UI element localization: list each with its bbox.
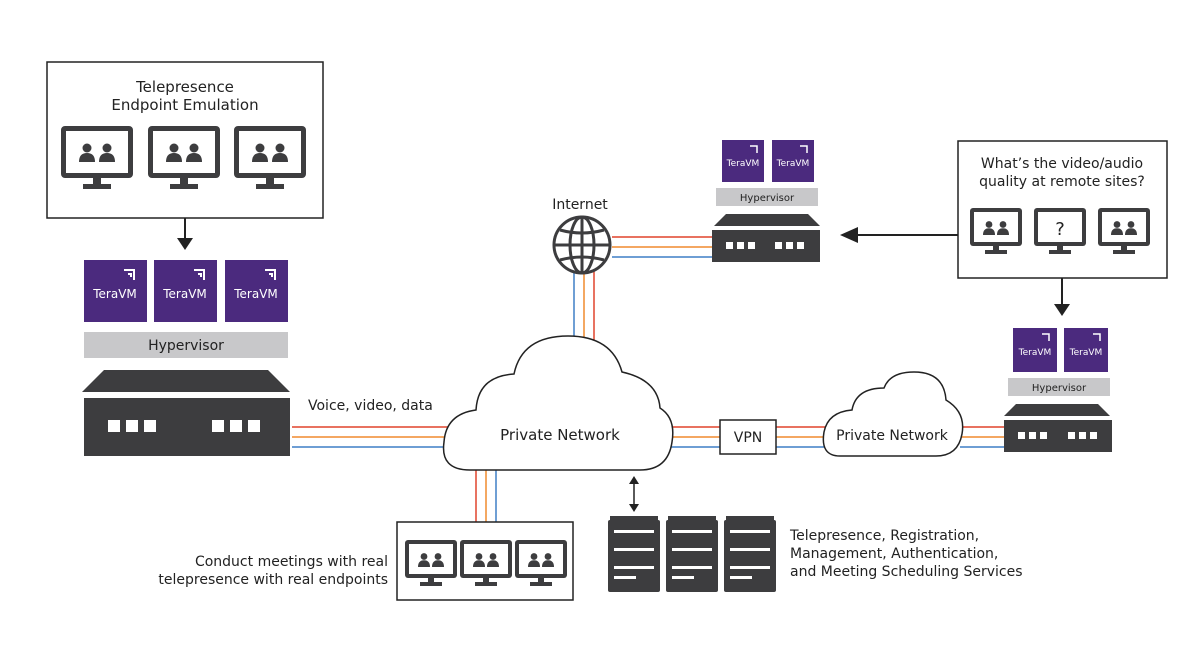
link-cloud-to-endpoints xyxy=(475,470,497,522)
unknown-monitor-icon: ? xyxy=(1034,208,1086,254)
private-network-label: Private Network xyxy=(500,426,620,444)
private-network-cloud: Private Network xyxy=(442,335,674,471)
hypervisor-label: Hypervisor xyxy=(740,193,795,204)
services-line3: and Meeting Scheduling Services xyxy=(790,564,1023,580)
appliance-device xyxy=(712,214,820,262)
question-mark: ? xyxy=(1055,219,1065,240)
emulation-title-line2: Endpoint Emulation xyxy=(111,96,258,114)
globe-icon xyxy=(552,215,612,275)
teravm-label: TeraVM xyxy=(1069,348,1103,358)
hypervisor-label: Hypervisor xyxy=(148,338,224,354)
link-main-to-cloud xyxy=(292,426,448,448)
quality-question-box: What’s the video/audio quality at remote… xyxy=(957,140,1168,279)
link-remote-cloud-to-vm xyxy=(960,426,1004,448)
quality-line1: What’s the video/audio xyxy=(981,156,1143,172)
real-endpoints-line1: Conduct meetings with real xyxy=(195,554,388,570)
teravm-label: TeraVM xyxy=(233,287,278,301)
teravm-label: TeraVM xyxy=(92,287,137,301)
teravm-label: TeraVM xyxy=(1018,348,1052,358)
internet-teravm-stack: TeraVM TeraVM Hypervisor xyxy=(712,140,820,262)
real-endpoints-line2: telepresence with real endpoints xyxy=(158,572,388,588)
endpoint-emulation-box: Telepresence Endpoint Emulation xyxy=(46,61,324,219)
link-internet-to-vm xyxy=(612,236,712,258)
hypervisor-bar xyxy=(1008,378,1110,396)
teravm-tile: TeraVM xyxy=(225,260,288,322)
hypervisor-label: Hypervisor xyxy=(1032,383,1087,394)
quality-line2: quality at remote sites? xyxy=(979,174,1145,190)
voice-video-data-label: Voice, video, data xyxy=(308,398,433,414)
arrow-left-icon xyxy=(840,227,958,243)
hypervisor-bar xyxy=(716,188,818,206)
arrow-down-icon xyxy=(177,218,193,250)
teravm-tile: TeraVM xyxy=(1064,328,1108,372)
remote-teravm-stack: TeraVM TeraVM Hypervisor xyxy=(1004,328,1112,452)
main-teravm-stack: TeraVM TeraVM TeraVM Hypervisor xyxy=(82,260,290,456)
teravm-label: TeraVM xyxy=(776,159,810,169)
server-icon xyxy=(666,516,718,592)
teravm-tile: TeraVM xyxy=(154,260,217,322)
services-line2: Management, Authentication, xyxy=(790,546,998,562)
server-icon xyxy=(608,516,660,592)
remote-private-network-cloud: Private Network xyxy=(822,371,964,457)
emulation-title-line1: Telepresence xyxy=(135,78,234,96)
double-arrow-icon xyxy=(629,476,639,512)
teravm-tile: TeraVM xyxy=(722,140,764,182)
internet-label: Internet xyxy=(552,197,608,213)
services-line1: Telepresence, Registration, xyxy=(789,528,979,544)
server-icon xyxy=(724,516,776,592)
vpn-label: VPN xyxy=(734,430,763,446)
teravm-label: TeraVM xyxy=(726,159,760,169)
hypervisor-bar xyxy=(84,332,288,358)
real-endpoints-box xyxy=(396,521,574,601)
vpn-box: VPN xyxy=(719,419,777,455)
appliance-device xyxy=(1004,404,1112,452)
teravm-tile: TeraVM xyxy=(1013,328,1057,372)
teravm-tile: TeraVM xyxy=(84,260,147,322)
teravm-label: TeraVM xyxy=(162,287,207,301)
server-rack-icons xyxy=(608,516,776,592)
remote-private-network-label: Private Network xyxy=(836,428,949,444)
appliance-device xyxy=(82,370,290,456)
arrow-down-icon xyxy=(1054,278,1070,316)
teravm-tile: TeraVM xyxy=(772,140,814,182)
